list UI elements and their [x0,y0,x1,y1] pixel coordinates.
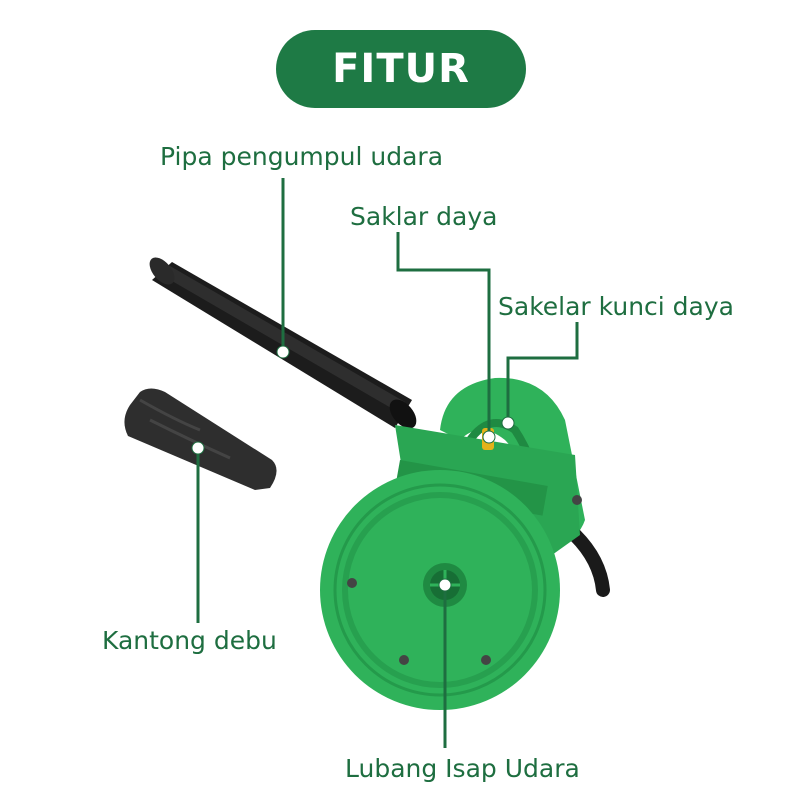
callout-dots [191,345,515,592]
callout-lines [196,178,579,748]
blower-body-image [320,377,610,710]
label-power-switch: Saklar daya [350,202,498,231]
lock-switch-callout-line [506,322,579,423]
label-pipe: Pipa pengumpul udara [160,142,444,171]
title-badge: FITUR [276,30,526,108]
label-dust-bag: Kantong debu [102,626,277,655]
dust-bag-image [124,388,277,490]
label-intake: Lubang Isap Udara [345,754,580,783]
label-lock-switch: Sakelar kunci daya [498,292,734,321]
title-text: FITUR [332,46,470,92]
power-switch-callout-line [396,232,491,437]
